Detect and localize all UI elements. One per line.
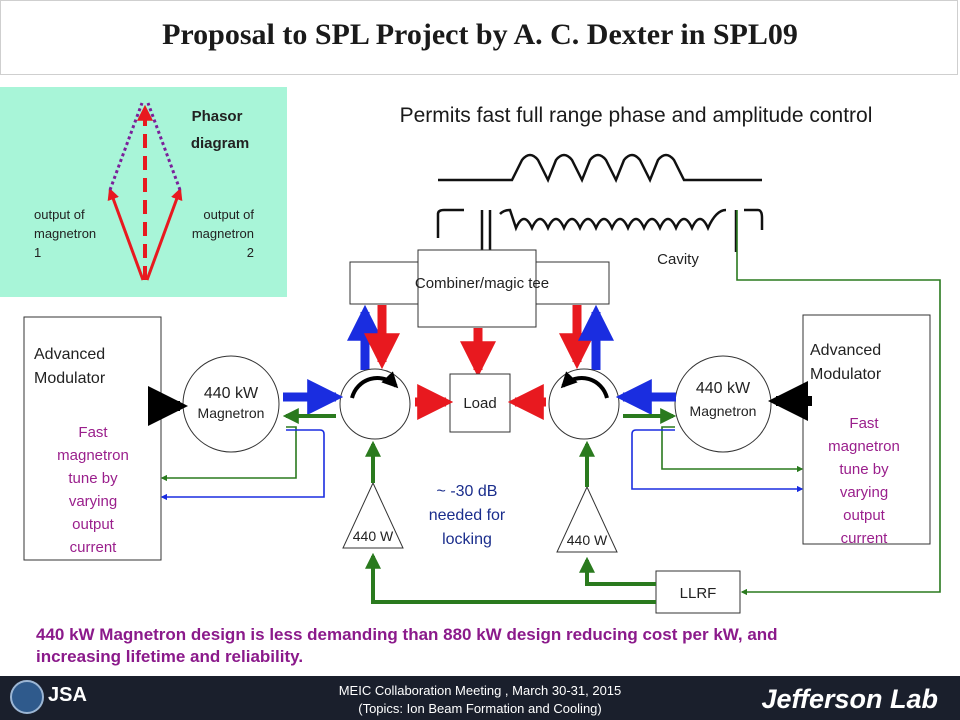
right-magnetron-label: Magnetron: [690, 403, 757, 419]
cavity-label: Cavity: [657, 251, 699, 268]
jefferson-lab-logo: Jefferson Lab: [761, 684, 938, 714]
locking-text-2: needed for: [429, 507, 506, 524]
right-blue-feedback: [631, 429, 804, 493]
slide-title: Proposal to SPL Project by A. C. Dexter …: [162, 18, 798, 51]
left-fast-tune-2: magnetron: [57, 447, 129, 464]
doe-logo-icon: [10, 680, 44, 714]
right-fast-tune-text: Fast magnetron tune by varying output cu…: [828, 415, 900, 547]
phasor-panel: Phasor diagram output of magnetron 1 out…: [0, 87, 287, 297]
left-fast-tune-1: Fast: [78, 424, 108, 441]
llrf-to-left-amp: [365, 552, 656, 604]
load-box: [449, 373, 511, 433]
right-green-feedback: [661, 426, 804, 473]
left-circulator-arrow: [350, 371, 399, 399]
footer-bar: [0, 676, 960, 720]
phasor-left-label-2: magnetron: [34, 226, 96, 241]
right-fast-tune-5: output: [843, 507, 886, 524]
cavity-probe-feedback: [736, 210, 941, 596]
phasor-left-label-1: output of: [34, 207, 85, 222]
right-amplifier-label: 440 W: [567, 532, 608, 548]
footer-meeting: MEIC Collaboration Meeting , March 30-31…: [338, 683, 622, 698]
left-amplifier-label: 440 W: [353, 528, 394, 544]
left-magnetron: [182, 355, 280, 453]
footer-topics: (Topics: Ion Beam Formation and Cooling): [358, 701, 602, 716]
phasor-left-label-3: 1: [34, 245, 41, 260]
left-modulator-label-1: Advanced: [34, 346, 105, 363]
phasor-magnetron-1: [107, 187, 145, 281]
title-bar: [0, 0, 958, 75]
load-label: Load: [463, 395, 496, 412]
bottom-note: 440 kW Magnetron design is less demandin…: [36, 625, 778, 666]
right-magnetron-power: 440 kW: [696, 380, 751, 397]
phasor-right-label-1: output of: [203, 207, 254, 222]
right-fast-tune-3: tune by: [839, 461, 889, 478]
jsa-logo: JSA: [48, 684, 87, 706]
phasor-right-label-3: 2: [247, 245, 254, 260]
right-fast-tune-1: Fast: [849, 415, 879, 432]
left-modulator-label-2: Modulator: [34, 370, 106, 387]
right-amplifier: [556, 485, 618, 553]
phasor-right-label-2: magnetron: [192, 226, 254, 241]
right-fast-tune-6: current: [841, 530, 889, 547]
right-modulator-box: [802, 314, 931, 545]
subtitle: Permits fast full range phase and amplit…: [400, 104, 873, 127]
right-fast-tune-2: magnetron: [828, 438, 900, 455]
phasor-title-1: Phasor: [192, 108, 243, 125]
locking-text-3: locking: [442, 531, 492, 548]
phasor-magnetron-2: [145, 187, 183, 281]
combiner-label: Combiner/magic tee: [415, 275, 549, 292]
left-magnetron-label: Magnetron: [198, 405, 265, 421]
llrf-label: LLRF: [680, 585, 717, 602]
right-modulator-label-2: Modulator: [810, 366, 882, 383]
llrf-box: [655, 570, 741, 614]
left-modulator-box: [23, 316, 162, 561]
left-green-feedback: [160, 426, 297, 482]
left-fast-tune-5: output: [72, 516, 115, 533]
right-fast-tune-4: varying: [840, 484, 888, 501]
llrf-to-right-amp: [579, 556, 656, 586]
left-magnetron-power: 440 kW: [204, 385, 259, 402]
left-fast-tune-text: Fast magnetron tune by varying output cu…: [57, 424, 129, 556]
magic-tee-box: [417, 249, 537, 328]
phasor-title-2: diagram: [191, 135, 249, 152]
cavity-symbol: [436, 153, 764, 252]
left-fast-tune-4: varying: [69, 493, 117, 510]
left-blue-feedback: [160, 429, 325, 501]
right-modulator-label-1: Advanced: [810, 342, 881, 359]
locking-text-1: ~ -30 dB: [437, 483, 498, 500]
left-amplifier: [342, 481, 404, 549]
left-fast-tune-6: current: [70, 539, 118, 556]
left-fast-tune-3: tune by: [68, 470, 118, 487]
right-circulator-arrow: [560, 371, 609, 399]
